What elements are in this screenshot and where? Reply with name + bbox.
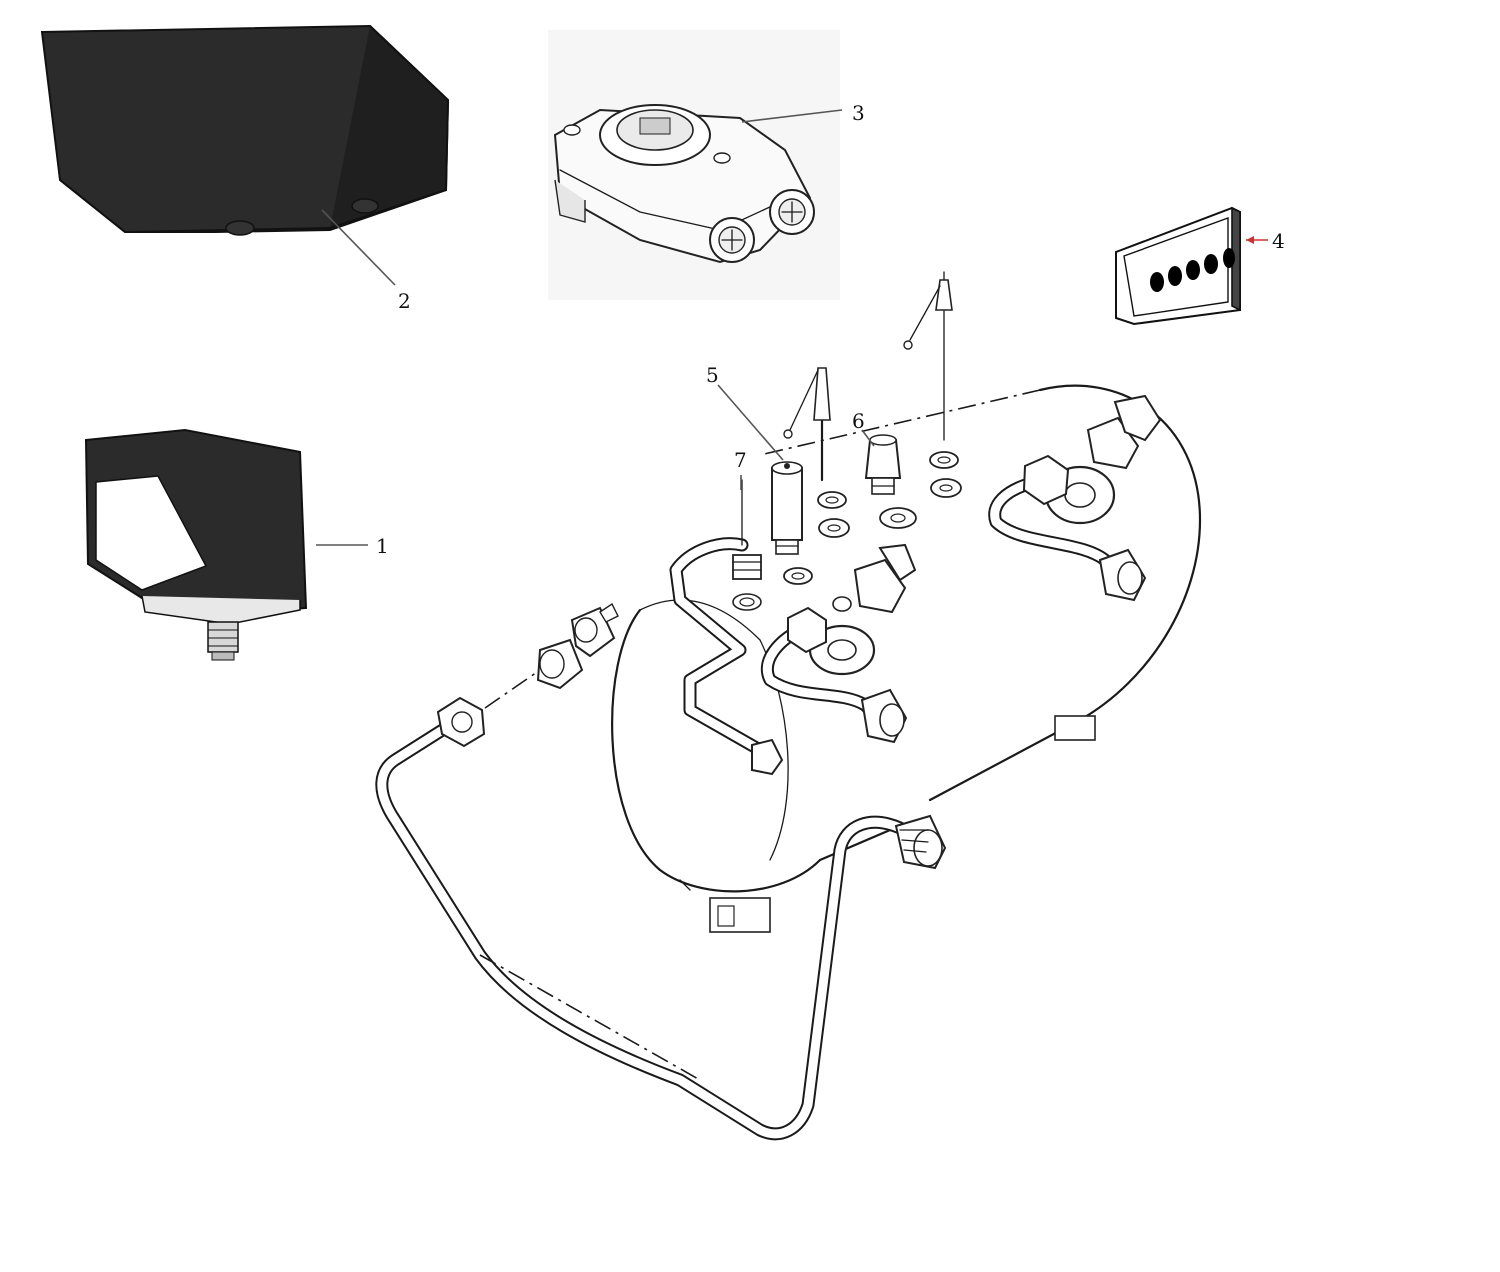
part-6-pressure-sensor	[861, 429, 902, 495]
part-4-grommet-plate	[1115, 206, 1268, 326]
callout-1: 1	[376, 534, 389, 558]
center-banjo-pipe	[760, 543, 917, 744]
part-2-cover	[40, 24, 450, 286]
part-5-relief-valve	[717, 384, 803, 555]
right-banjo-pipe	[988, 394, 1162, 602]
left-tank-fittings	[484, 602, 619, 709]
callout-3: 3	[852, 101, 865, 125]
center-s-pipe	[669, 475, 784, 776]
callout-6: 6	[852, 409, 865, 433]
callout-2: 2	[398, 289, 411, 313]
air-tank	[611, 384, 1202, 933]
callout-7: 7	[734, 448, 747, 472]
part-1-switch-cover	[84, 428, 368, 661]
lower-loop-pipe	[375, 696, 947, 1141]
callout-5: 5	[706, 363, 719, 387]
probe-rods	[783, 271, 962, 585]
part-3-valve-block	[548, 30, 843, 300]
callout-4: 4	[1272, 229, 1285, 253]
